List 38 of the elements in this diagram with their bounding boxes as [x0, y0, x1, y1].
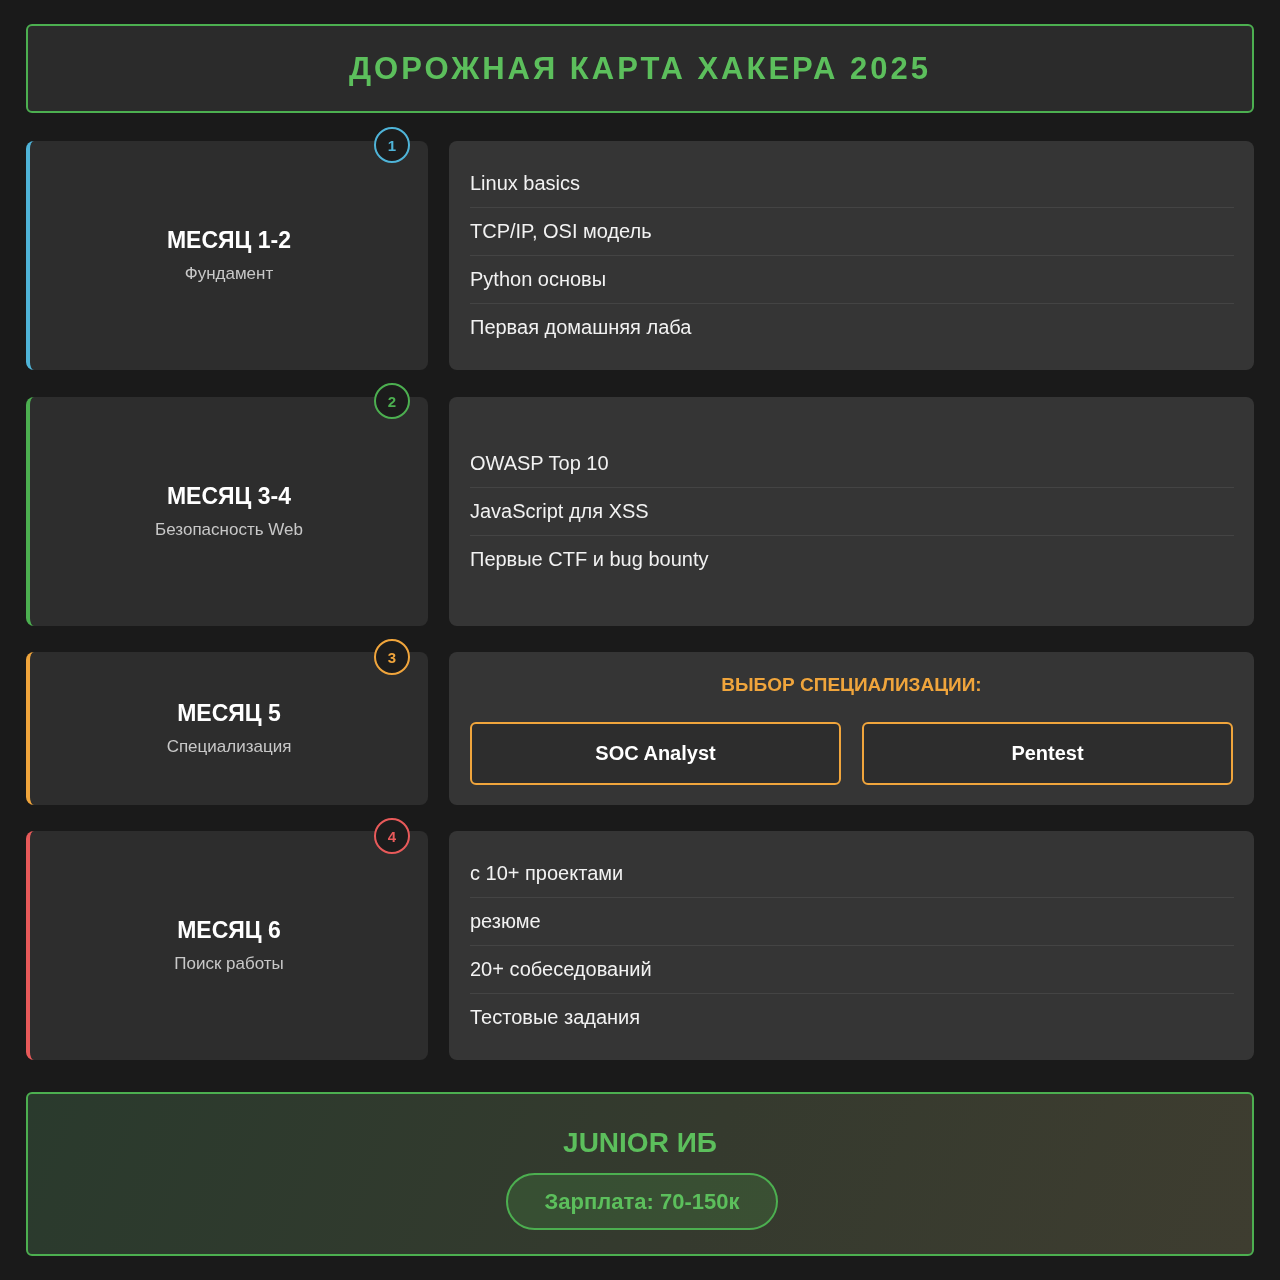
- topic-item: TCP/IP, OSI модель: [470, 219, 652, 244]
- goal-panel: [26, 1092, 1254, 1256]
- specialization-option: Pentest: [862, 722, 1233, 785]
- title-banner: ДОРОЖНАЯ КАРТА ХАКЕРА 2025: [26, 24, 1254, 113]
- topic-item: 20+ собеседований: [470, 957, 652, 982]
- topic-item: Linux basics: [470, 171, 581, 196]
- phase-subtitle: Поиск работы: [174, 954, 284, 974]
- phase-card: [26, 397, 428, 626]
- step-number-badge: 4: [374, 818, 410, 854]
- phase-card: [26, 831, 428, 1060]
- phase-subtitle: Специализация: [166, 737, 292, 757]
- phase-subtitle: Безопасность Web: [155, 520, 303, 540]
- topic-item: Первые CTF и bug bounty: [470, 547, 709, 572]
- phase-card: [26, 652, 428, 805]
- phase-title: МЕСЯЦ 3-4: [166, 483, 292, 510]
- phase-title: МЕСЯЦ 5: [177, 700, 281, 727]
- phase-subtitle: Фундамент: [184, 264, 274, 284]
- specialization-option: SOC Analyst: [470, 722, 841, 785]
- topic-item: JavaScript для XSS: [470, 499, 649, 524]
- phase-title: МЕСЯЦ 1-2: [166, 227, 292, 254]
- phase-title: МЕСЯЦ 6: [177, 917, 281, 944]
- topic-item: Тестовые задания: [470, 1005, 641, 1030]
- salary-pill: Зарплата: 70-150к: [506, 1173, 778, 1230]
- choice-panel: [449, 652, 1254, 805]
- step-number-badge: 1: [374, 127, 410, 163]
- goal-title: JUNIOR ИБ: [563, 1127, 717, 1158]
- topic-item: с 10+ проектами: [470, 861, 624, 886]
- phase-card: [26, 141, 428, 370]
- choice-heading: ВЫБОР СПЕЦИАЛИЗАЦИИ:: [721, 674, 982, 695]
- topic-item: Python основы: [470, 267, 607, 292]
- topic-item: Первая домашняя лаба: [470, 315, 692, 340]
- step-number-badge: 3: [374, 639, 410, 675]
- topic-panel: [449, 141, 1254, 370]
- topic-item: OWASP Top 10: [470, 451, 609, 476]
- topic-item: резюме: [470, 909, 541, 934]
- step-number-badge: 2: [374, 383, 410, 419]
- topic-panel: [449, 831, 1254, 1060]
- topic-panel: [449, 397, 1254, 626]
